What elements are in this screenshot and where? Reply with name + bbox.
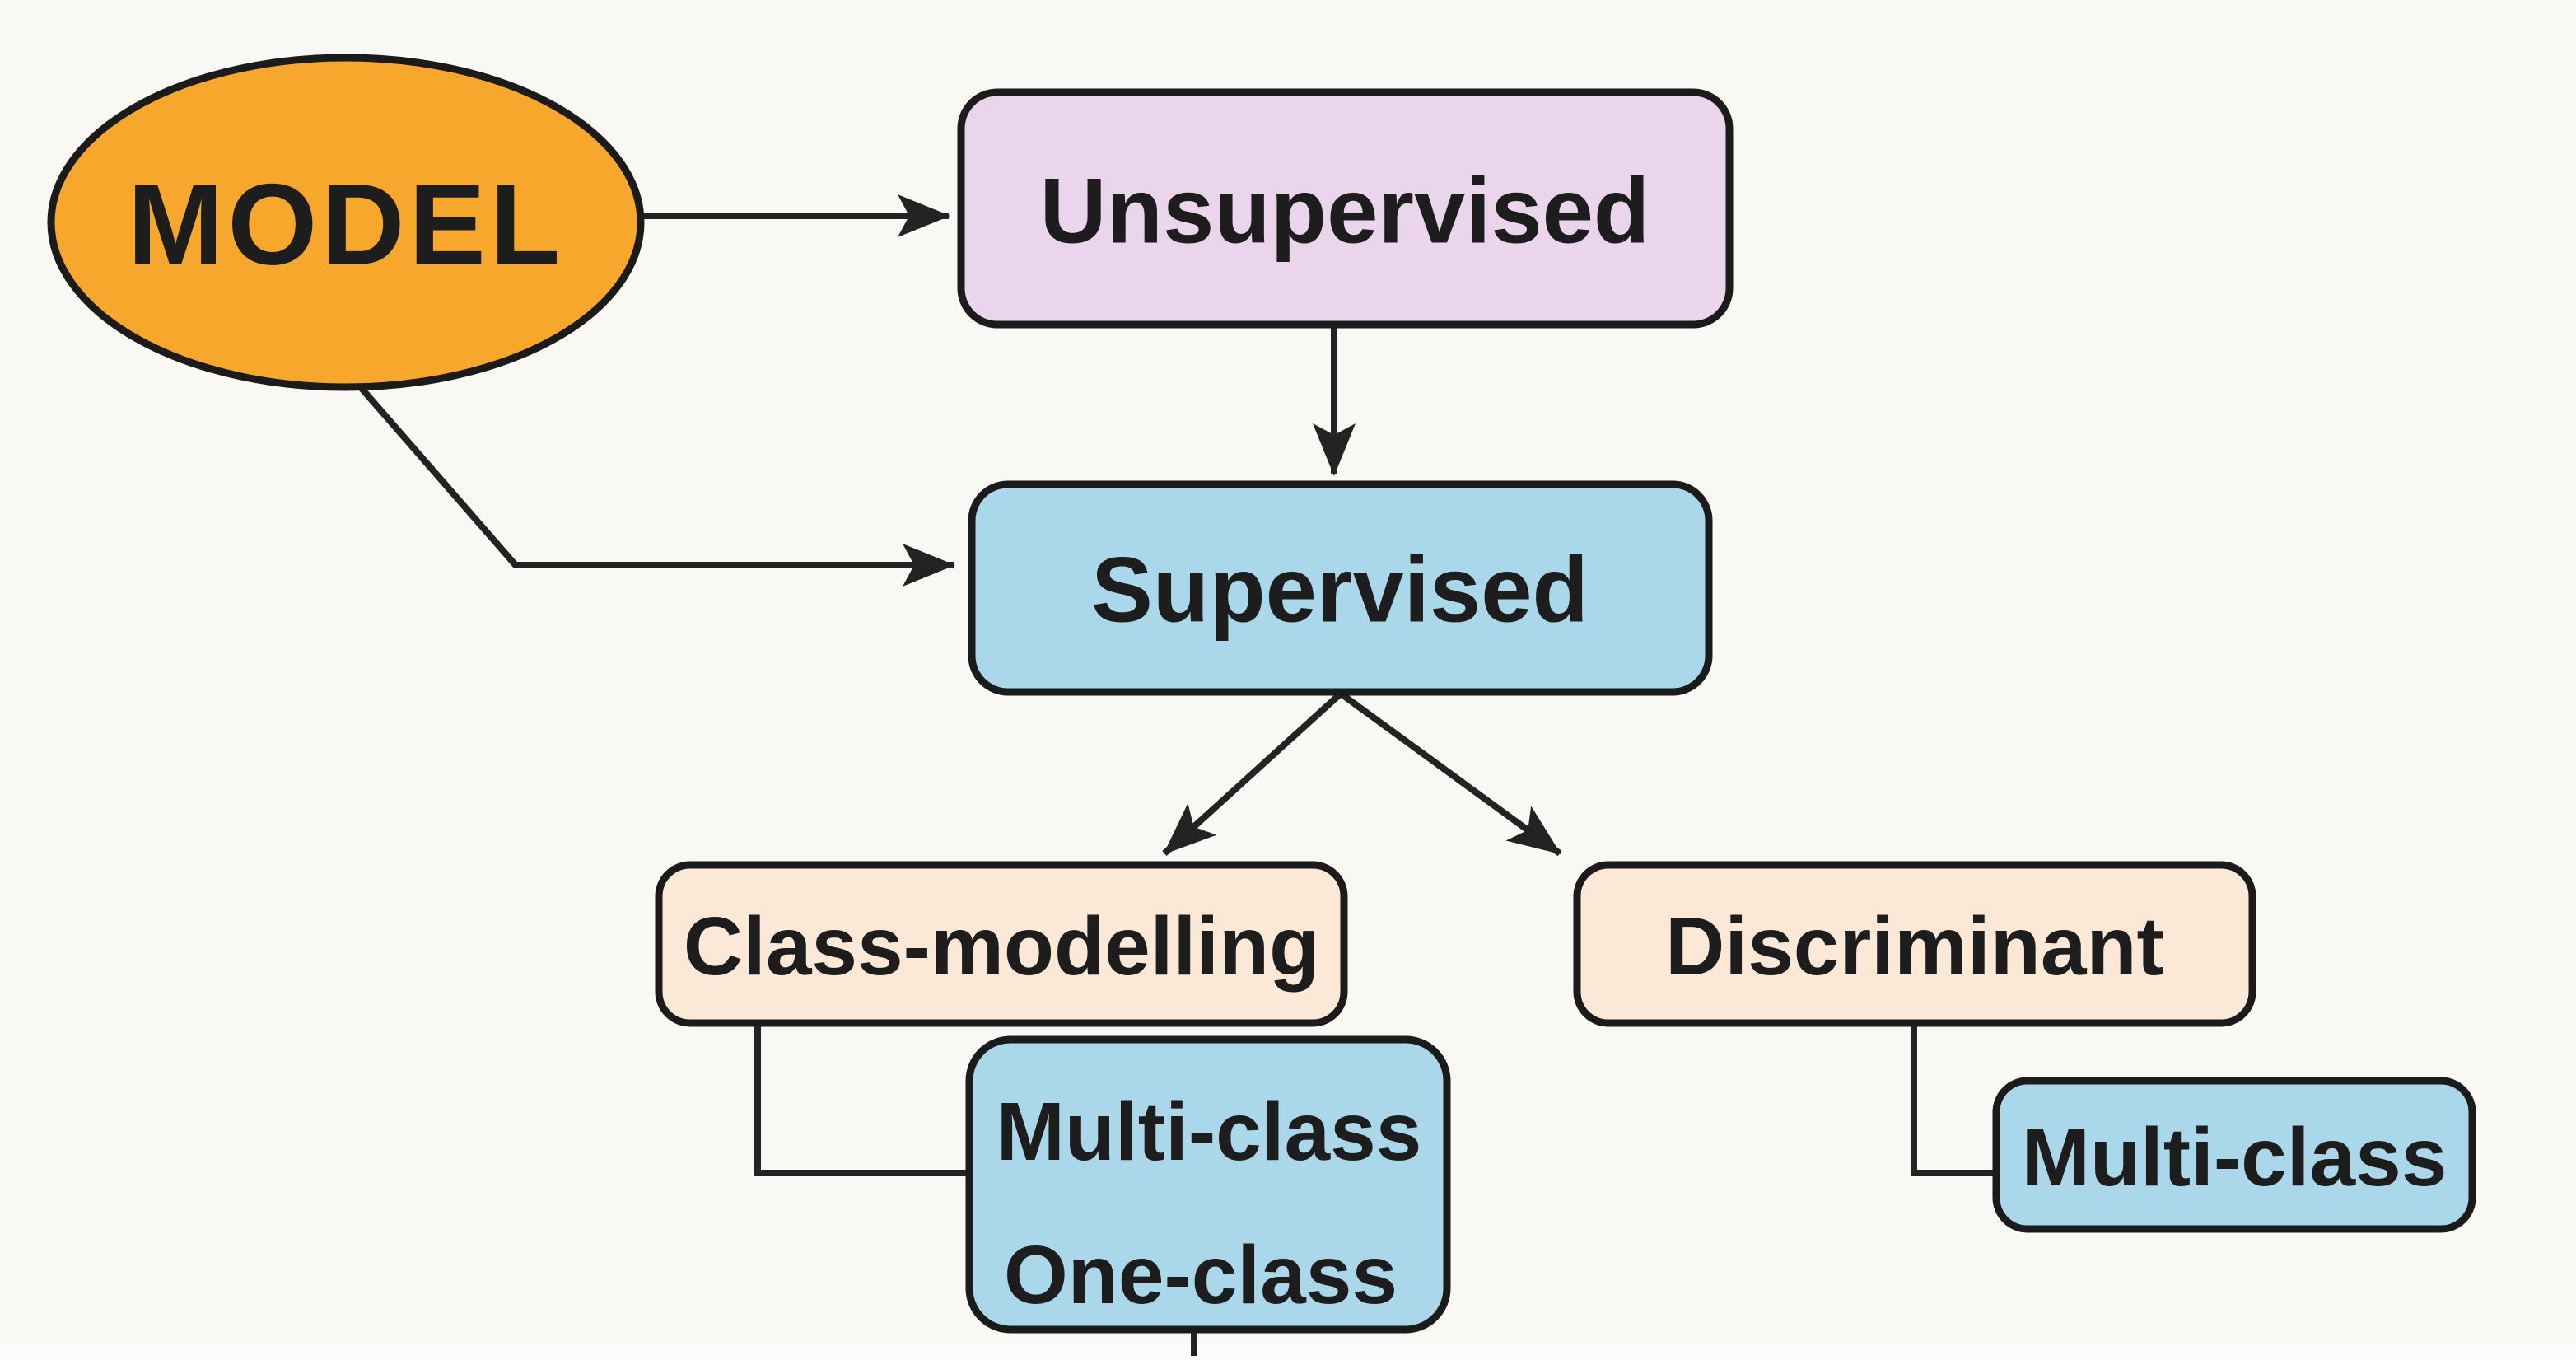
edge-model-to-supervised	[356, 383, 955, 587]
model-label: MODEL	[128, 160, 565, 289]
unsupervised-label: Unsupervised	[1040, 160, 1650, 263]
class-modelling-children-node	[965, 1035, 1451, 1334]
discriminant-node	[1573, 861, 2256, 1027]
supervised-label: Supervised	[1091, 539, 1589, 642]
edge-class-modelling-to-children	[754, 1023, 966, 1176]
multi-class-label: Multi-class	[996, 1086, 1422, 1178]
class-modelling-node	[655, 861, 1348, 1027]
bottom-edge-strip	[0, 1344, 2576, 1360]
model-node	[47, 54, 645, 391]
one-class-label: One-class	[1004, 1229, 1398, 1321]
edge-supervised-to-discriminant	[1338, 690, 1562, 857]
edge-discriminant-to-children	[1911, 1023, 1993, 1176]
edge-supervised-to-class-modelling	[1162, 691, 1343, 856]
discriminant-children-node	[1992, 1077, 2476, 1233]
discriminant-label: Discriminant	[1665, 900, 2164, 993]
supervised-node	[968, 480, 1713, 696]
discriminant-multi-class-label: Multi-class	[2022, 1111, 2448, 1203]
unsupervised-node	[957, 88, 1734, 329]
class-modelling-label: Class-modelling	[684, 900, 1319, 993]
